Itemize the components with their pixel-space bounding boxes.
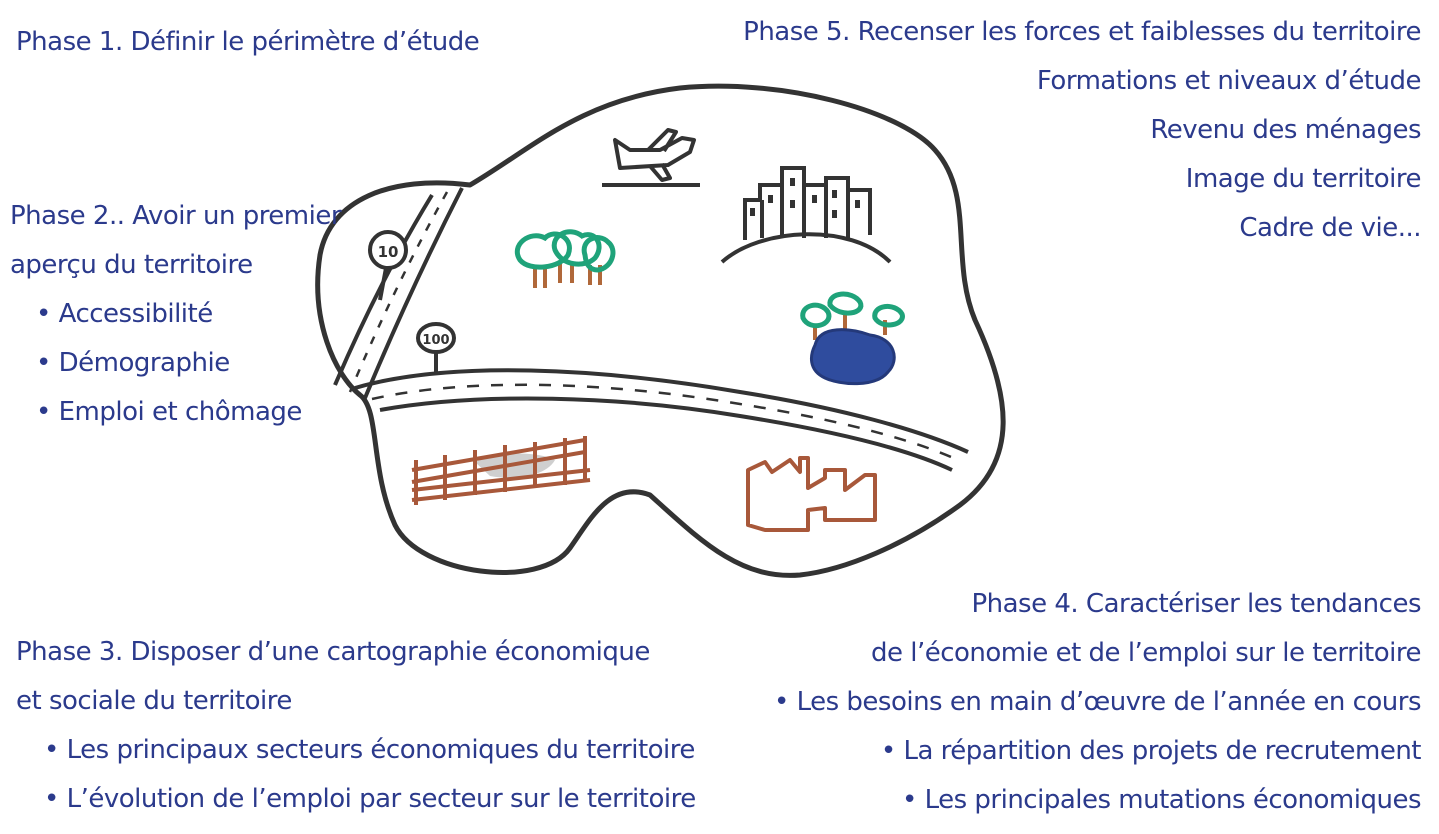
trees-icon	[515, 229, 616, 288]
phase1-title: Phase 1. Définir le périmètre d’étude	[16, 27, 480, 57]
territory-outline	[315, 83, 1006, 578]
phase3-item: Les principaux secteurs économiques du t…	[16, 726, 696, 775]
phase2-item: Accessibilité	[10, 290, 341, 339]
phase5-block: Phase 5. Recenser les forces et faibless…	[743, 8, 1421, 253]
phase5-title: Phase 5. Recenser les forces et faibless…	[743, 17, 1421, 47]
city-buildings-icon	[720, 166, 892, 264]
phase2-title-line1: Phase 2.. Avoir un premier	[10, 201, 342, 231]
factory-icon	[746, 456, 877, 532]
main-road	[354, 368, 969, 472]
phase3-title-line2: et sociale du territoire	[16, 686, 292, 716]
sign-upper-text: 10	[378, 243, 399, 261]
phase3-block: Phase 3. Disposer d’une cartographie éco…	[16, 628, 696, 824]
phase2-title-line2: aperçu du territoire	[10, 250, 253, 280]
phase4-item: Les principales mutations économiques	[774, 776, 1422, 825]
phase4-item: Les besoins en main d’œuvre de l’année e…	[774, 678, 1422, 727]
phase4-title-line2: de l’économie et de l’emploi sur le terr…	[870, 638, 1422, 668]
phase5-item: Image du territoire	[1185, 164, 1422, 194]
phase4-block: Phase 4. Caractériser les tendances de l…	[774, 580, 1422, 825]
road-sign-icon: 100	[416, 322, 456, 372]
phase4-item: La répartition des projets de recrutemen…	[774, 727, 1421, 776]
phase2-item: Démographie	[10, 339, 341, 388]
phase3-title-line1: Phase 3. Disposer d’une cartographie éco…	[16, 637, 650, 667]
phase3-item: L’évolution de l’emploi par secteur sur …	[16, 775, 697, 824]
airplane-icon	[602, 128, 700, 187]
road-sign-icon: 10	[368, 230, 408, 301]
trees-icon	[800, 291, 905, 340]
lake-icon	[809, 328, 896, 386]
phase5-item: Revenu des ménages	[1150, 115, 1421, 145]
phase2-block: Phase 2.. Avoir un premier aperçu du ter…	[10, 192, 342, 437]
phase5-item: Cadre de vie...	[1239, 213, 1421, 243]
sign-lower-text: 100	[422, 333, 449, 348]
phase4-title-line1: Phase 4. Caractériser les tendances	[971, 589, 1421, 619]
phase1-block: Phase 1. Définir le périmètre d’étude	[16, 18, 480, 67]
phase2-item: Emploi et chômage	[10, 388, 341, 437]
phase5-item: Formations et niveaux d’étude	[1036, 66, 1422, 96]
diagonal-road	[333, 187, 464, 399]
field-fence-icon	[411, 436, 591, 505]
